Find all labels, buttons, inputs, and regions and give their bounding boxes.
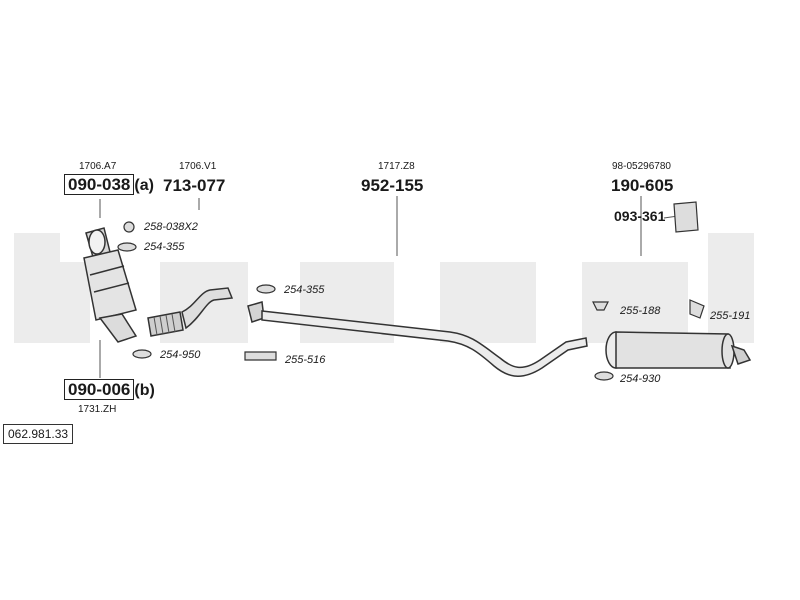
leader-lines xyxy=(99,196,679,378)
diagram-reference-number: 062.981.33 xyxy=(3,424,74,444)
oe-number-catalyst-rear: 1731.ZH xyxy=(78,404,117,415)
accessory-label[interactable]: 254-355 xyxy=(284,284,325,296)
bracket-icon xyxy=(673,201,699,233)
gasket-icon xyxy=(132,349,152,359)
oe-number-catalyst-front: 1706.A7 xyxy=(79,161,117,172)
front-pipe-drawing xyxy=(147,287,234,337)
gasket-icon xyxy=(117,242,137,252)
accessory-label[interactable]: 254-930 xyxy=(620,373,661,385)
gasket-icon xyxy=(256,284,276,294)
hanger-icon xyxy=(592,301,609,311)
catalytic-converter-drawing xyxy=(83,227,138,343)
part-suffix-catalyst-rear: (b) xyxy=(134,382,155,399)
accessory-icons xyxy=(117,201,705,381)
gasket-icon xyxy=(594,371,614,381)
clamp-icon xyxy=(244,351,277,361)
accessory-label[interactable]: 255-191 xyxy=(710,310,751,322)
middle-pipe-drawing xyxy=(247,301,588,377)
part-number-mounting-kit[interactable]: 093-361 xyxy=(614,208,666,224)
part-number-front-pipe[interactable]: 713-077 xyxy=(163,176,226,195)
hanger-icon xyxy=(689,299,705,319)
oe-number-rear-silencer: 98-05296780 xyxy=(612,161,671,172)
part-number-middle-pipe[interactable]: 952-155 xyxy=(361,176,424,195)
accessory-label[interactable]: 254-950 xyxy=(160,349,201,361)
accessory-label[interactable]: 258-038X2 xyxy=(144,221,198,233)
oe-number-front-pipe: 1706.V1 xyxy=(179,161,217,172)
part-suffix-catalyst-front: (a) xyxy=(134,177,154,194)
accessory-label[interactable]: 255-188 xyxy=(620,305,661,317)
watermark-logo xyxy=(14,233,754,343)
oe-number-middle-pipe: 1717.Z8 xyxy=(378,161,415,172)
rear-silencer-drawing xyxy=(605,331,752,369)
part-number-catalyst-rear: 090-006 xyxy=(64,379,135,400)
nut-icon xyxy=(123,221,135,233)
part-number-rear-silencer[interactable]: 190-605 xyxy=(611,176,674,195)
part-catalyst-rear[interactable]: 090-006(b) xyxy=(64,379,155,400)
part-catalyst-front[interactable]: 090-038(a) xyxy=(64,174,154,195)
accessory-label[interactable]: 254-355 xyxy=(144,241,185,253)
accessory-label[interactable]: 255-516 xyxy=(285,354,326,366)
part-number-catalyst-front: 090-038 xyxy=(64,174,135,195)
